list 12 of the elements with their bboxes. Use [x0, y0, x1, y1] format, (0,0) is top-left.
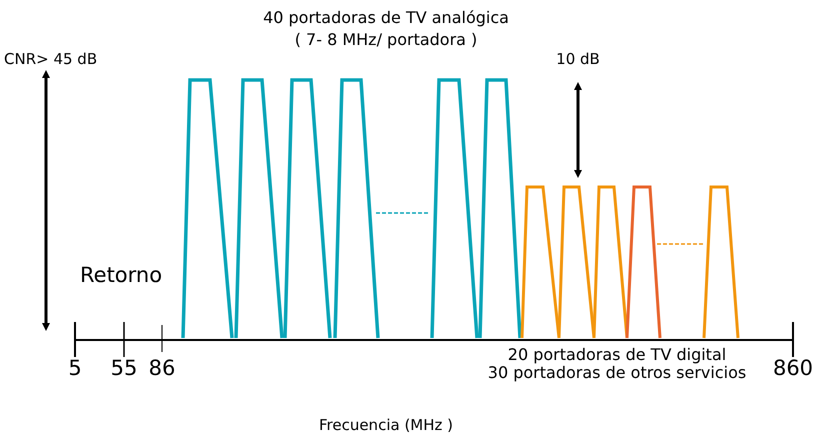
- tick-label: 5: [68, 355, 82, 382]
- tick-label: 55: [110, 355, 138, 382]
- text-label: 10 dB: [556, 50, 600, 69]
- text-label: Frecuencia (MHz ): [318, 416, 454, 435]
- text-label: 40 portadoras de TV analógica: [263, 8, 509, 28]
- text-label: CNR> 45 dB: [4, 50, 98, 69]
- text-label: Retorno: [80, 262, 162, 288]
- text-label: 30 portadoras de otros servicios: [488, 363, 746, 383]
- text-label: ( 7- 8 MHz/ portadora ): [294, 30, 478, 50]
- text-label: 20 portadoras de TV digital: [508, 345, 726, 365]
- tick-label: 860: [772, 355, 814, 382]
- tick-label: 86: [148, 355, 176, 382]
